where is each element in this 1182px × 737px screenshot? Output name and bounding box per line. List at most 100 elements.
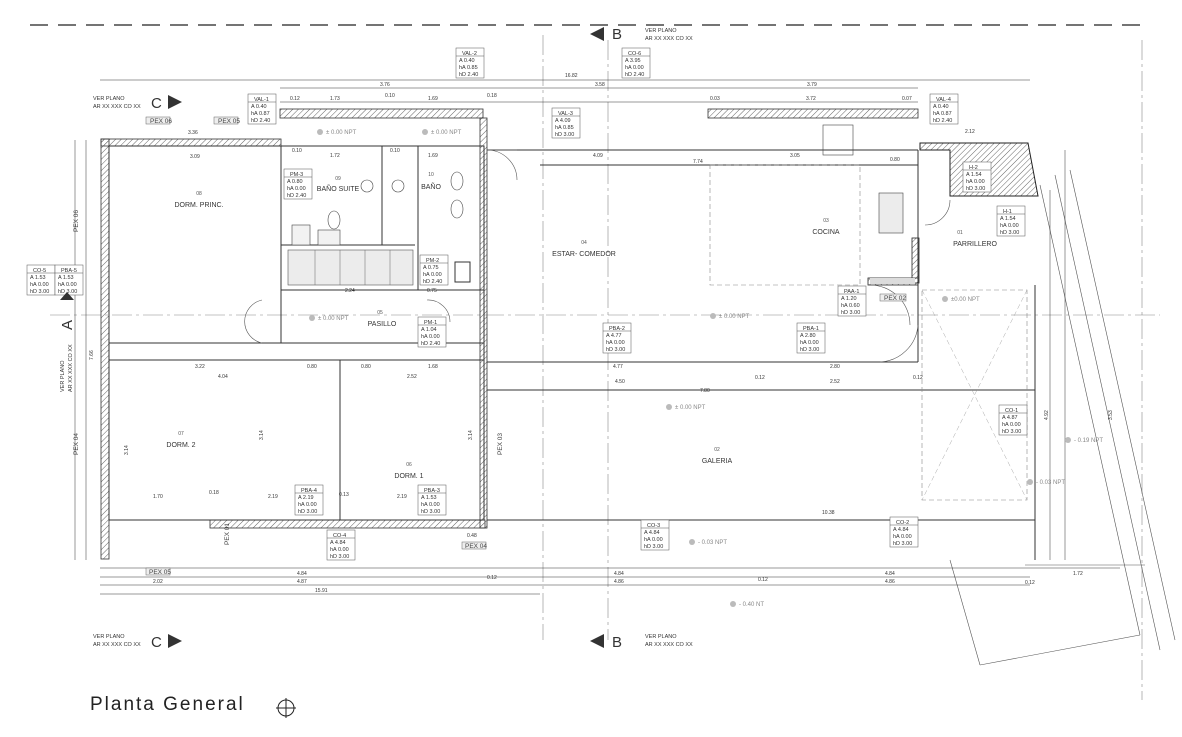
opening-tag-id: CO-1 — [1005, 408, 1018, 414]
opening-tag-h: hA 0.00 — [287, 186, 306, 192]
dim-484-a: 4.84 — [297, 571, 307, 577]
kitchen-island-outline — [709, 164, 861, 286]
opening-tag-d: hD 3.00 — [1000, 230, 1019, 236]
dim-top-c: 3.79 — [807, 82, 817, 88]
closet-areas — [287, 124, 915, 286]
opening-tag-id: VAL-1 — [254, 97, 269, 103]
level-npt-1: ± 0.00 NPT — [326, 130, 357, 136]
opening-tag-box — [889, 516, 919, 548]
opening-tag-h: hA 0.00 — [800, 340, 819, 346]
opening-tag-id: PBA-1 — [803, 326, 819, 332]
outer-walls — [100, 108, 919, 560]
dim-012-f: 0.12 — [755, 375, 765, 381]
room-02-num: 02 — [714, 447, 720, 453]
room-03-num: 03 — [823, 218, 829, 224]
opening-tag-a: A 0.40 — [251, 104, 267, 110]
opening-tag-d: hD 3.00 — [421, 509, 440, 515]
dim-1038: 10.38 — [822, 510, 835, 516]
dim-075: 0.75 — [427, 288, 437, 294]
dim-780: 7.80 — [700, 388, 710, 394]
level-npt-2: ± 0.00 NPT — [431, 130, 462, 136]
dim-314-a: 3.14 — [124, 445, 130, 455]
opening-tag-id: CO-2 — [896, 520, 909, 526]
opening-tag-d: hD 3.00 — [330, 554, 349, 560]
axis-lines — [50, 35, 1160, 700]
opening-tag-h: hA 0.00 — [58, 282, 77, 288]
room-06-name: DORM. 1 — [394, 473, 423, 480]
dim-total-top: 16.82 — [565, 73, 578, 79]
dimension-texts: 16.82 3.76 3.58 3.79 0.12 1.73 0.10 1.69… — [89, 73, 1114, 594]
dim-219-b: 2.19 — [397, 494, 407, 500]
opening-tag-a: A 1.54 — [966, 172, 982, 178]
opening-tag-box — [294, 484, 324, 516]
opening-tag-a: A 1.53 — [30, 275, 46, 281]
room-07-num: 07 — [178, 431, 184, 437]
opening-tag-h: hA 0.00 — [966, 179, 985, 185]
dim-219: 2.19 — [268, 494, 278, 500]
opening-tag-d: hD 3.00 — [1002, 429, 1021, 435]
room-01-num: 01 — [957, 230, 963, 236]
opening-tag-id: VAL-2 — [462, 51, 477, 57]
level-npt-9: - 0.19 NPT — [1074, 438, 1103, 444]
cut-c-top-letter: C — [151, 95, 162, 112]
opening-tag-d: hD 3.00 — [30, 289, 49, 295]
exterior-deck-right — [949, 169, 1176, 666]
dim-018-b: 0.18 — [209, 490, 219, 496]
opening-tag-d: hD 2.40 — [423, 279, 442, 285]
pex-04: PEX 04 — [465, 543, 487, 550]
dim-080-b: 0.80 — [307, 364, 317, 370]
room-06-num: 06 — [406, 462, 412, 468]
dim-013: 0.13 — [339, 492, 349, 498]
cut-b-bottom-ver: VER PLANO — [645, 634, 677, 640]
opening-tag-d: hD 2.40 — [459, 72, 478, 78]
opening-tag-a: A 4.84 — [330, 540, 346, 546]
dim-404: 4.04 — [218, 374, 228, 380]
opening-tag-a: A 1.53 — [421, 495, 437, 501]
dim-492: 4.92 — [1044, 410, 1050, 420]
level-npt-3: ± 0.00 NPT — [318, 316, 349, 322]
opening-tag-d: hD 3.00 — [606, 347, 625, 353]
opening-tag-a: A 4.84 — [893, 527, 909, 533]
dim-202: 2.02 — [153, 579, 163, 585]
dim-484-b: 4.84 — [614, 571, 624, 577]
opening-tag-id: CO-3 — [647, 523, 660, 529]
opening-tag-d: hD 2.40 — [625, 72, 644, 78]
opening-tag-box — [998, 404, 1028, 436]
opening-tag-id: VAL-4 — [936, 97, 951, 103]
opening-tag-h: hA 0.85 — [555, 125, 574, 131]
opening-tag-box — [417, 316, 447, 348]
dim-172: 1.72 — [330, 153, 340, 159]
pex-markers: PEX 06 PEX 05 PEX 02 PEX 04 PEX 05 PEX 0… — [73, 116, 906, 576]
cut-a-ar: AR XX XXX CO XX — [68, 344, 74, 392]
dim-080-c: 0.80 — [361, 364, 371, 370]
opening-tag-box — [962, 161, 992, 193]
dim-048: 0.48 — [467, 533, 477, 539]
opening-tag-box — [602, 322, 632, 354]
opening-tag-a: A 0.40 — [933, 104, 949, 110]
cut-c-bottom-letter: C — [151, 634, 162, 651]
opening-tag-id: PM-3 — [290, 172, 303, 178]
opening-tag-h: hA 0.00 — [644, 537, 663, 543]
room-04-name: ESTAR- COMEDOR — [552, 251, 616, 258]
opening-tag-a: A 4.87 — [1002, 415, 1018, 421]
pex-05-top: PEX 05 — [218, 118, 240, 125]
dim-766: 7.66 — [89, 350, 95, 360]
dim-252-b: 2.52 — [830, 379, 840, 385]
dim-486-a: 4.86 — [614, 579, 624, 585]
